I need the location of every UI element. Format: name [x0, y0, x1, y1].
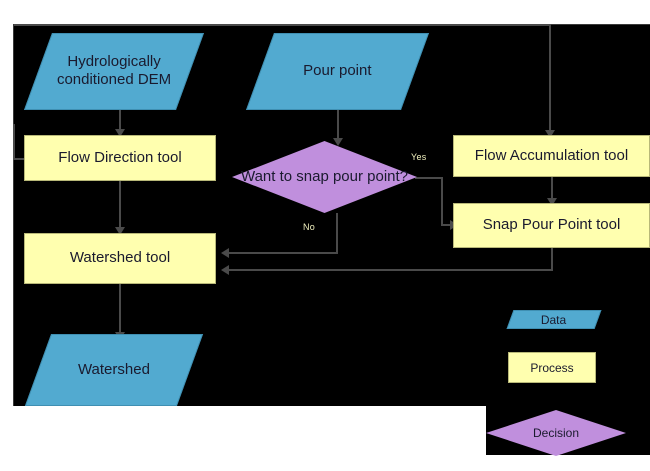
- connector-left-elbow-horizontal: [13, 158, 27, 160]
- arrow-snap-into-watershed-tool: [221, 265, 229, 275]
- node-label-pour-point: Pour point: [303, 62, 372, 80]
- connector-dem-to-accumulation-vertical: [549, 24, 551, 133]
- node-label-watershed: Watershed: [78, 360, 150, 378]
- connector-watershed-tool-to-watershed: [119, 284, 121, 334]
- arrow-accumulation-to-snap: [547, 198, 557, 206]
- node-watershed[interactable]: Watershed: [24, 334, 204, 406]
- node-flow-accumulation-tool[interactable]: Flow Accumulation tool: [453, 135, 650, 177]
- connector-no-vertical: [336, 213, 338, 253]
- legend-label-data: Data: [541, 312, 567, 327]
- connector-dem-to-flow-direction: [119, 110, 121, 131]
- connector-pour-point-to-decision: [337, 110, 339, 141]
- node-label-want-to-snap-pour-point: Want to snap pour point?: [240, 168, 409, 185]
- node-snap-pour-point-tool[interactable]: Snap Pour Point tool: [453, 203, 650, 248]
- node-want-to-snap-pour-point[interactable]: Want to snap pour point?: [232, 141, 417, 213]
- branch-label-no: No: [303, 222, 316, 232]
- branch-label-yes: Yes: [411, 152, 427, 162]
- arrow-into-flow-direction: [115, 129, 125, 137]
- node-flow-direction-tool[interactable]: Flow Direction tool: [24, 135, 216, 181]
- connector-yes-vertical: [441, 177, 443, 225]
- arrow-into-flow-accumulation: [545, 130, 555, 138]
- connector-yes-horizontal: [415, 177, 443, 179]
- node-watershed-tool[interactable]: Watershed tool: [24, 233, 216, 284]
- legend-item-decision: Decision: [486, 410, 626, 456]
- arrow-into-decision: [333, 138, 343, 146]
- arrow-into-watershed-tool-top: [115, 227, 125, 235]
- connector-accumulation-to-snap: [551, 177, 553, 201]
- connector-snap-to-watershed-vertical: [551, 248, 553, 270]
- connector-no-horizontal: [228, 252, 338, 254]
- connector-snap-to-watershed-horizontal: [228, 269, 553, 271]
- arrow-no-into-watershed-tool: [221, 248, 229, 258]
- node-label-hydrologically-conditioned-dem: Hydrologically conditioned DEM: [56, 53, 172, 89]
- connector-left-elbow-vertical: [13, 124, 15, 160]
- node-hydrologically-conditioned-dem[interactable]: Hydrologically conditioned DEM: [23, 33, 205, 110]
- connector-yes-into-snap: [441, 224, 453, 226]
- node-pour-point[interactable]: Pour point: [245, 33, 430, 110]
- legend-item-data: Data: [506, 310, 602, 329]
- connector-dem-to-accumulation-horizontal: [14, 24, 551, 26]
- legend-label-decision: Decision: [532, 426, 580, 440]
- connector-flow-direction-to-watershed-tool: [119, 181, 121, 229]
- legend-item-process: Process: [508, 352, 596, 383]
